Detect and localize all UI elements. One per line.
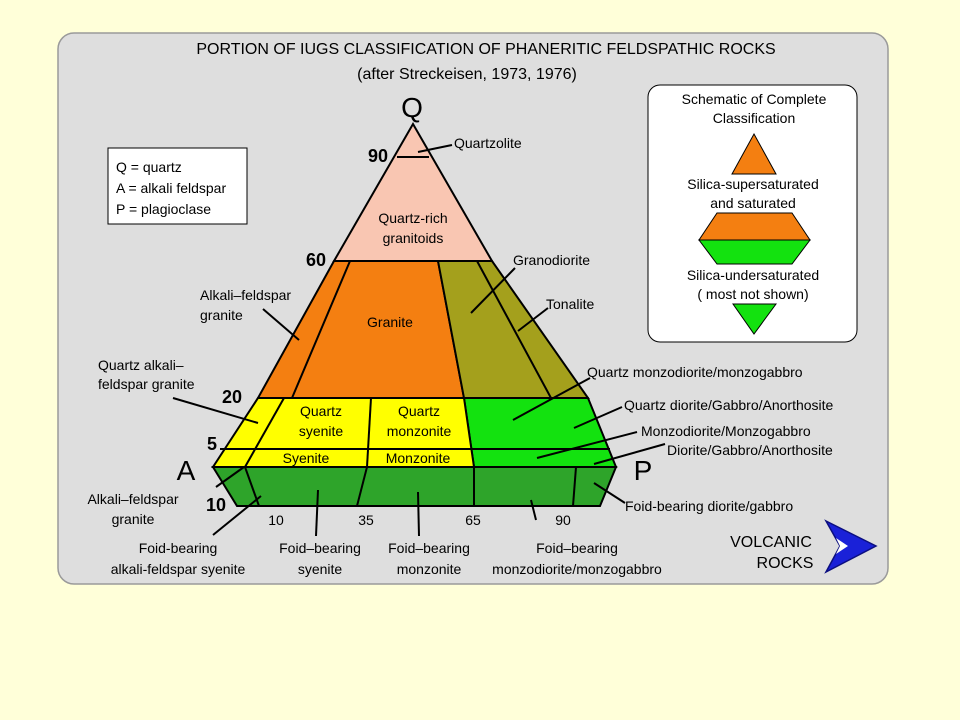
schematic-hexagon-upper <box>698 212 811 241</box>
key-box <box>107 147 248 225</box>
schematic-lower-triangle <box>732 303 777 335</box>
schematic-lower-label-2: ( most not shown) <box>697 286 808 302</box>
p-tick-90: 90 <box>555 512 571 528</box>
volcanic-label-2: ROCKS <box>757 555 814 572</box>
label-monzodiorite: Monzodiorite/Monzogabbro <box>641 423 811 439</box>
schematic-hexagon-lower <box>698 239 811 265</box>
key-plagioclase: P = plagioclase <box>116 201 211 217</box>
schematic-title-2: Classification <box>713 110 795 126</box>
label-diorite: Diorite/Gabbro/Anorthosite <box>667 442 833 458</box>
schematic-upper-label-1: Silica-supersaturated <box>687 176 819 192</box>
p-tick-10: 10 <box>268 512 284 528</box>
label-foid-syenite-1: Foid–bearing <box>279 540 361 556</box>
label-alkali-feldspar-granite-2: granite <box>200 307 243 323</box>
line-alkali-syenite <box>244 397 285 468</box>
vertex-a: A <box>177 455 196 486</box>
key-quartz: Q = quartz <box>116 159 182 175</box>
field-label-quartz-rich-1: Quartz-rich <box>378 210 447 226</box>
p-tick-65: 65 <box>465 512 481 528</box>
field-label-granite: Granite <box>367 314 413 330</box>
q-tick-90: 90 <box>368 146 388 166</box>
diagram-subtitle: (after Streckeisen, 1973, 1976) <box>357 66 577 83</box>
label-foid-monzodiorite-1: Foid–bearing <box>536 540 618 556</box>
field-label-quartz-rich-2: granitoids <box>383 230 444 246</box>
line-alkali-granite-bound <box>291 260 351 399</box>
line-syenite-monzonite <box>366 397 372 468</box>
label-foid-diorite: Foid-bearing diorite/gabbro <box>625 498 793 514</box>
label-foid-alkali-syenite-1: Foid-bearing <box>139 540 218 556</box>
field-label-quartz-syenite-2: syenite <box>299 423 344 439</box>
field-label-monzonite: Monzonite <box>386 450 451 466</box>
field-label-syenite: Syenite <box>283 450 330 466</box>
vertex-p: P <box>634 455 653 486</box>
line-slab-2 <box>356 466 368 507</box>
label-quartzolite: Quartzolite <box>454 135 522 151</box>
label-foid-monzonite-1: Foid–bearing <box>388 540 470 556</box>
foid-bearing-slab <box>211 466 618 507</box>
label-quartz-alkali-feldspar-granite-2: feldspar granite <box>98 376 195 392</box>
label-foid-monzodiorite-2: monzodiorite/monzogabbro <box>492 561 662 577</box>
label-alkali-feldspar-granite-lower-2: granite <box>112 511 155 527</box>
diagram-title: PORTION OF IUGS CLASSIFICATION OF PHANER… <box>196 41 775 58</box>
key-alkali-feldspar: A = alkali feldspar <box>116 180 226 196</box>
schematic-lower-label-1: Silica-undersaturated <box>687 267 819 283</box>
field-label-quartz-monzonite-2: monzonite <box>387 423 452 439</box>
vertex-q: Q <box>401 92 423 123</box>
diagram-card: PORTION OF IUGS CLASSIFICATION OF PHANER… <box>57 32 889 586</box>
field-label-quartz-syenite-1: Quartz <box>300 403 342 419</box>
schematic-upper-triangle <box>731 132 777 175</box>
label-foid-monzonite-2: monzonite <box>397 561 462 577</box>
line-diorite-split <box>572 466 577 507</box>
leader-lines <box>172 144 666 537</box>
label-foid-alkali-syenite-2: alkali-feldspar syenite <box>111 561 246 577</box>
label-granodiorite: Granodiorite <box>513 252 590 268</box>
label-tonalite: Tonalite <box>546 296 594 312</box>
arrow-right-icon[interactable] <box>824 519 878 574</box>
schematic-upper-label-2: and saturated <box>710 195 796 211</box>
q-tick-10: 10 <box>206 495 226 515</box>
label-quartz-diorite: Quartz diorite/Gabbro/Anorthosite <box>624 397 834 413</box>
q-tick-20: 20 <box>222 387 242 407</box>
p-tick-35: 35 <box>358 512 374 528</box>
label-alkali-feldspar-granite-lower-1: Alkali–feldspar <box>87 491 178 507</box>
label-alkali-feldspar-granite-1: Alkali–feldspar <box>200 287 291 303</box>
label-quartz-alkali-feldspar-granite-1: Quartz alkali– <box>98 357 184 373</box>
line-granodiorite-tonalite <box>476 260 552 399</box>
volcanic-label-1: VOLCANIC <box>730 534 812 551</box>
q-tick-60: 60 <box>306 250 326 270</box>
schematic-title-1: Schematic of Complete <box>682 91 827 107</box>
q-tick-5: 5 <box>207 434 217 454</box>
classification-diagram: PORTION OF IUGS CLASSIFICATION OF PHANER… <box>57 32 889 585</box>
field-label-quartz-monzonite-1: Quartz <box>398 403 440 419</box>
label-quartz-monzodiorite: Quartz monzodiorite/monzogabbro <box>587 364 803 380</box>
label-foid-syenite-2: syenite <box>298 561 343 577</box>
